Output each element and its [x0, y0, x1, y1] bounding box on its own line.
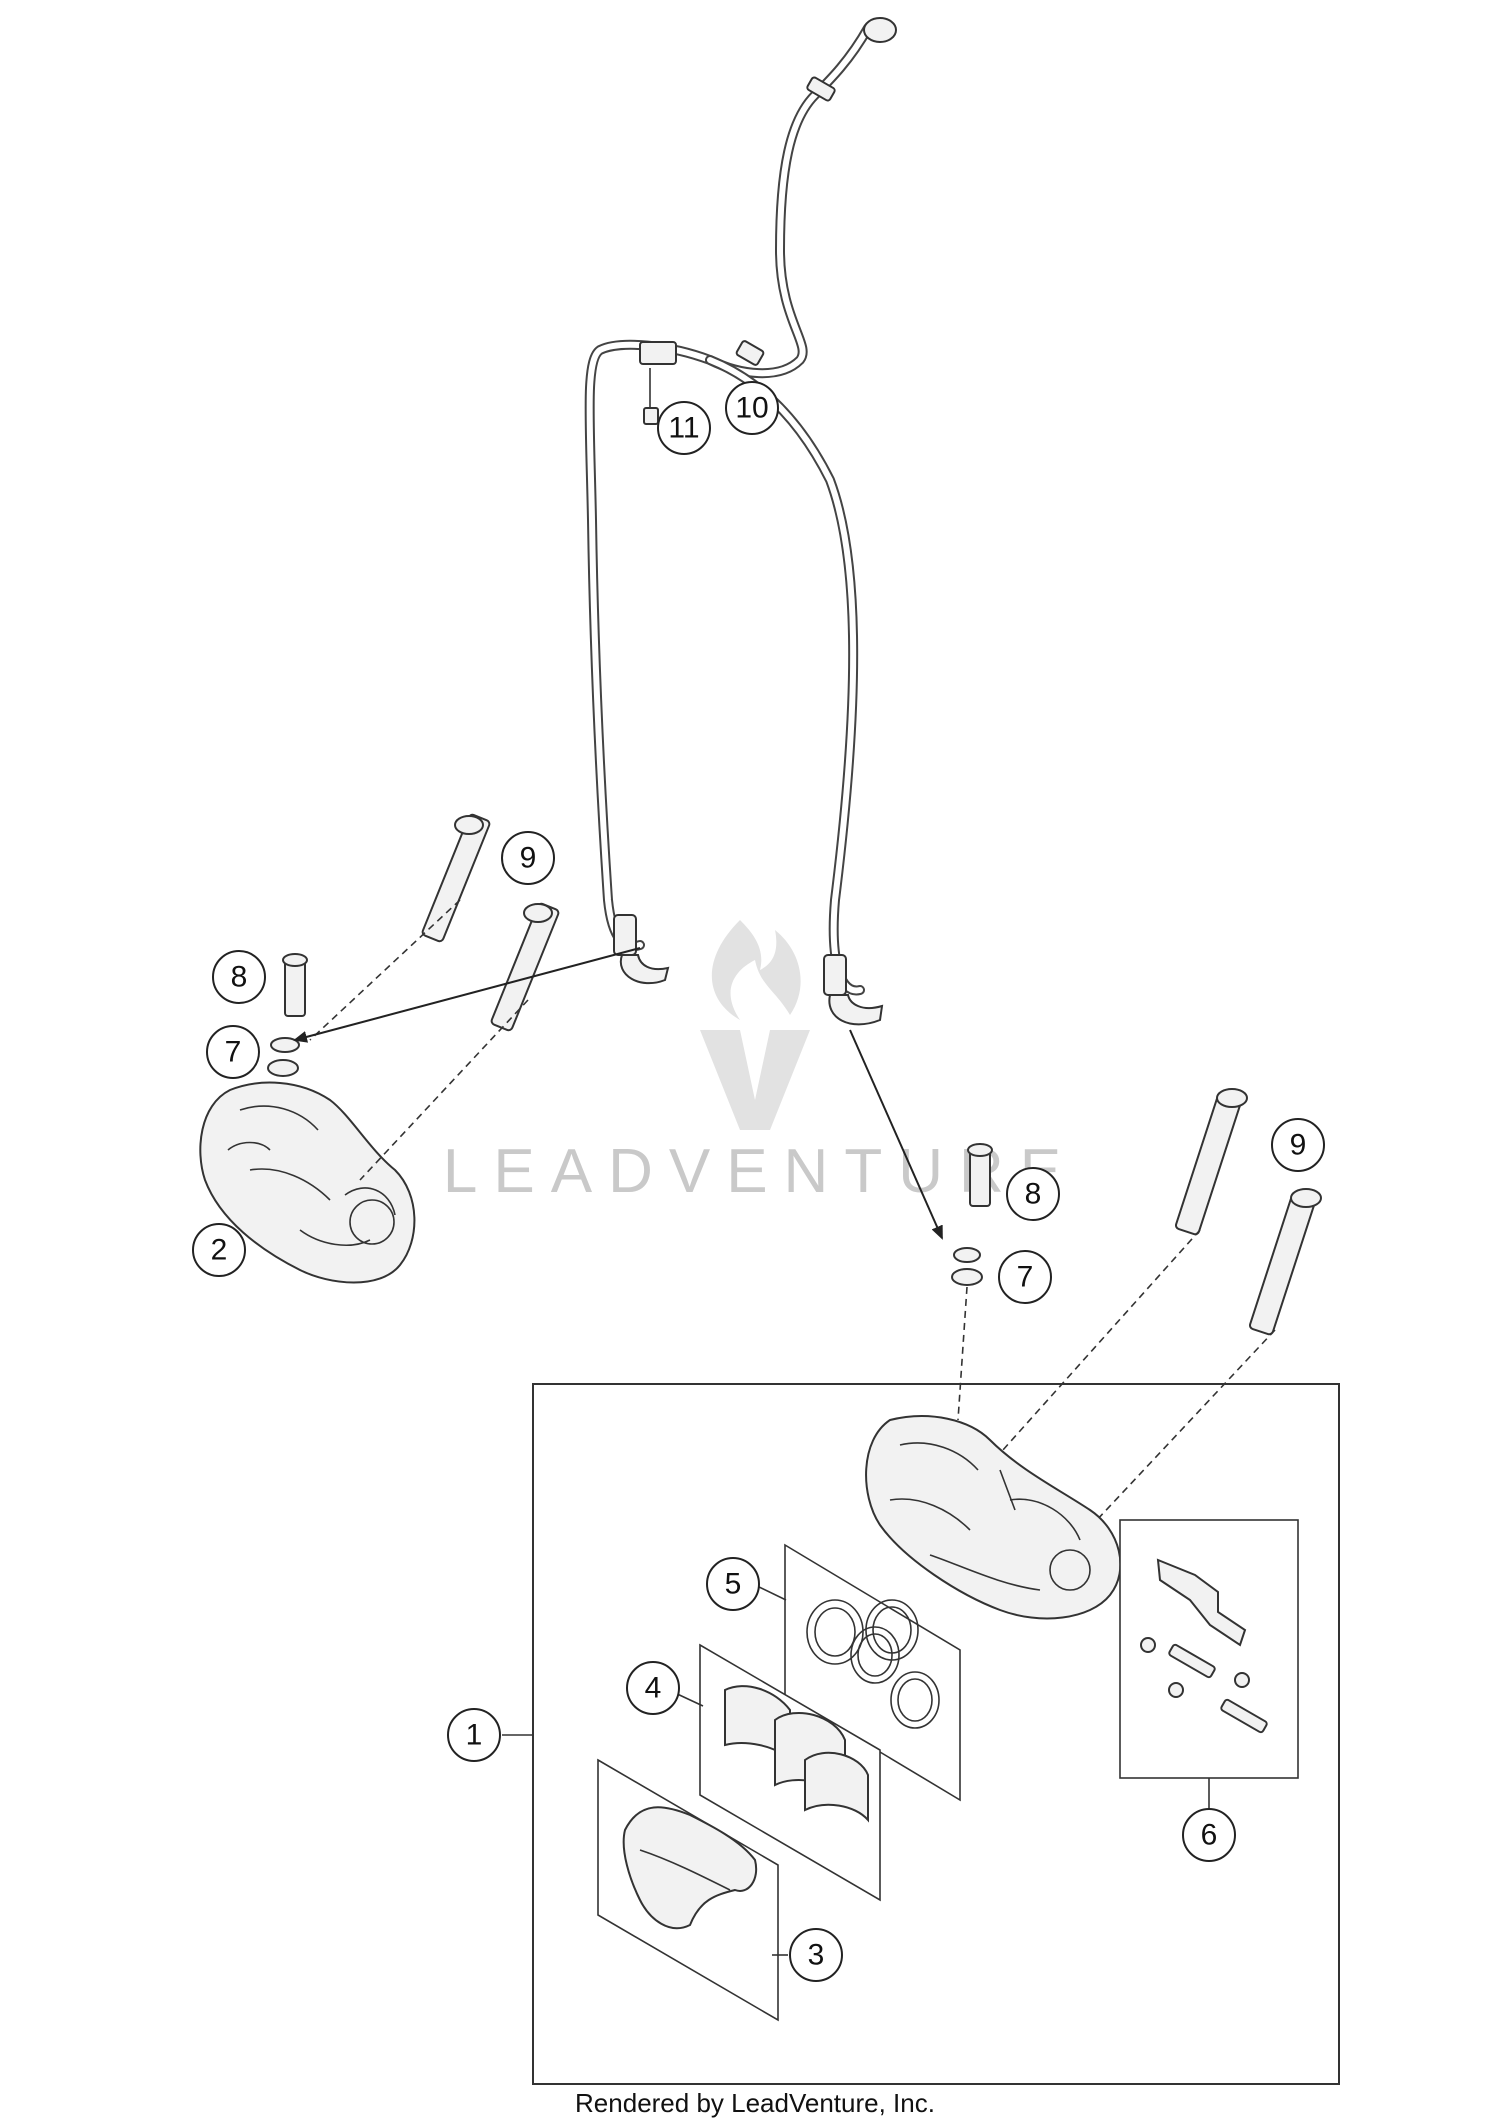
banjo-fitting: [863, 17, 897, 43]
callout-label: 7: [1017, 1261, 1034, 1294]
callout-label: 10: [735, 392, 768, 425]
watermark-v-icon: [700, 1030, 810, 1130]
callout-label: 8: [231, 961, 248, 994]
callout-7-right: 7: [998, 1250, 1052, 1304]
callout-label: 2: [211, 1234, 228, 1267]
callout-5: 5: [706, 1557, 760, 1611]
callout-4: 4: [626, 1661, 680, 1715]
right-caliper-body: [865, 1415, 1122, 1620]
callout-7-left: 7: [206, 1025, 260, 1079]
brake-hose: [584, 17, 897, 1026]
callout-label: 9: [1290, 1129, 1307, 1162]
callout-2: 2: [192, 1223, 246, 1277]
callout-label: 8: [1025, 1178, 1042, 1211]
callout-8-right: 8: [1006, 1167, 1060, 1221]
callout-3: 3: [789, 1928, 843, 1982]
left-washer: [267, 1059, 299, 1077]
seal-kit-panel: [784, 1543, 961, 1802]
callout-1: 1: [447, 1708, 501, 1762]
callout-label: 9: [520, 842, 537, 875]
callout-label: 7: [225, 1036, 242, 1069]
callout-10: 10: [725, 381, 779, 435]
right-bolt-lower: [1248, 1188, 1322, 1336]
callout-label: 3: [808, 1939, 825, 1972]
callout-label: 6: [1201, 1819, 1218, 1852]
hose-clamp: [639, 341, 677, 365]
watermark-flame-icon: [711, 920, 801, 1020]
callout-label: 1: [466, 1719, 483, 1752]
right-caliper-group: [849, 1029, 1322, 1571]
piston-kit-panel: [699, 1643, 881, 1902]
brake-pad-panel: [597, 1758, 779, 2022]
right-bolt-upper: [1174, 1088, 1248, 1236]
left-washer-top: [270, 1037, 300, 1053]
left-bolt-upper: [421, 813, 491, 943]
callout-label: 4: [645, 1672, 662, 1705]
caliper-kit-box: [532, 1383, 1340, 2085]
callout-label: 11: [668, 412, 699, 445]
clamp-bolt: [643, 407, 659, 425]
watermark: LEADVENTURE: [443, 920, 1077, 1206]
callout-8-left: 8: [212, 950, 266, 1004]
callout-6: 6: [1182, 1808, 1236, 1862]
callout-9-right: 9: [1271, 1118, 1325, 1172]
left-bleeder-valve: [284, 959, 306, 1017]
callout-9-left: 9: [501, 831, 555, 885]
left-bolt-lower: [490, 902, 560, 1032]
callout-11: 11: [657, 401, 711, 455]
callout-label: 5: [725, 1568, 742, 1601]
watermark-text: LEADVENTURE: [443, 1137, 1077, 1206]
hardware-kit-panel: [1119, 1519, 1299, 1779]
left-caliper-group: [199, 813, 641, 1284]
right-bleeder-valve: [969, 1149, 991, 1207]
right-washer-top: [953, 1247, 981, 1263]
footer-credit: Rendered by LeadVenture, Inc.: [575, 2088, 935, 2118]
right-washer: [951, 1268, 983, 1286]
